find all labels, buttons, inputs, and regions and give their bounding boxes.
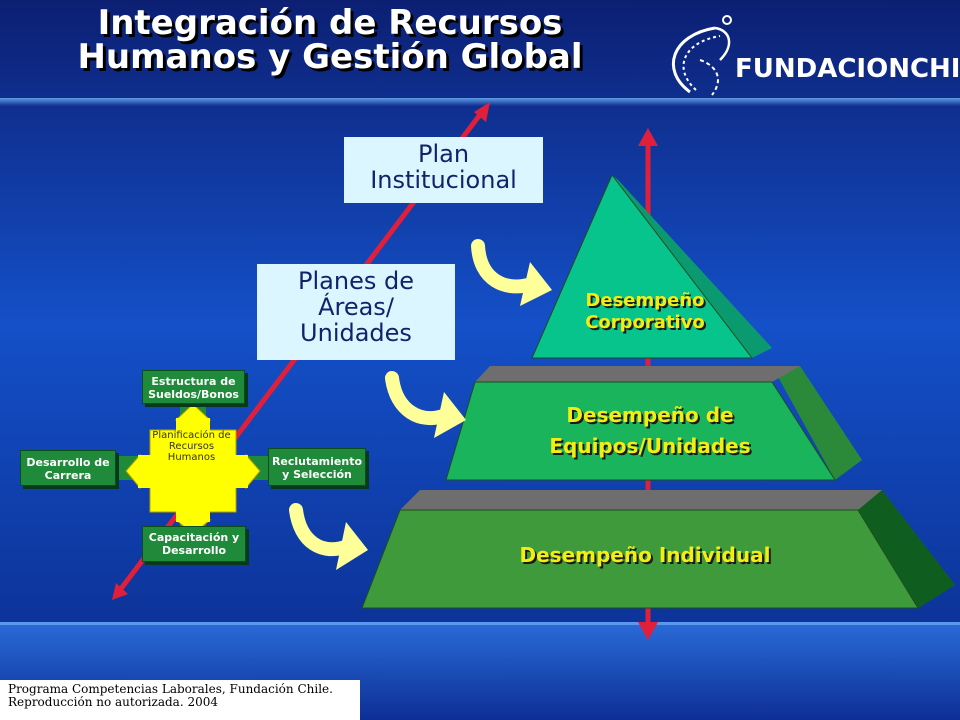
hr-left-line-1: Desarrollo de xyxy=(26,456,110,469)
pyramid-top-line-2: Corporativo xyxy=(585,312,705,333)
hr-cross-diagram xyxy=(114,403,270,535)
title-line-1: Integración de Recursos xyxy=(97,3,563,43)
top-band xyxy=(0,98,960,106)
hr-top-line-2: Sueldos/Bonos xyxy=(148,388,239,401)
hr-right-line-2: y Selección xyxy=(282,468,352,481)
fundacion-chile-logo-icon xyxy=(671,15,732,96)
pyramid-top-line-1: Desempeño xyxy=(585,290,705,311)
pyramid-middle-line-1: Desempeño de xyxy=(566,403,734,427)
pyramid-bottom-label: Desempeño Individual xyxy=(480,543,810,567)
footer-line-1: Programa Competencias Laborales, Fundaci… xyxy=(8,682,333,696)
pyramid-bottom-line-1: Desempeño Individual xyxy=(519,543,771,567)
hr-right-line-1: Reclutamiento xyxy=(271,455,363,468)
hr-center-label: Planificación de Recursos Humanos xyxy=(143,430,240,463)
hr-center-line-2: Recursos xyxy=(168,441,215,452)
planes-areas-box: Planes de Áreas/ Unidades xyxy=(257,264,455,360)
curved-arrow-2 xyxy=(385,371,466,438)
hr-top-box: Estructura de Sueldos/Bonos xyxy=(142,370,245,404)
hr-bottom-line-2: Desarrollo xyxy=(161,544,227,557)
pyramid-middle-line-2: Equipos/Unidades xyxy=(549,434,751,458)
pyramid-top-tier xyxy=(531,174,772,359)
plan-institucional-line-1: Plan xyxy=(417,140,470,168)
plan-institucional-box: Plan Institucional xyxy=(344,137,543,203)
pyramid-middle-tier xyxy=(445,366,862,481)
footer-band-edge xyxy=(0,622,960,625)
hr-bottom-line-1: Capacitación y xyxy=(148,531,240,544)
hr-bottom-box: Capacitación y Desarrollo xyxy=(142,526,246,562)
footer-note: Programa Competencias Laborales, Fundaci… xyxy=(8,683,333,709)
hr-left-box: Desarrollo de Carrera xyxy=(20,450,116,486)
pyramid-bottom-tier xyxy=(361,490,955,609)
pyramid-middle-label: Desempeño de Equipos/Unidades xyxy=(510,400,790,462)
planes-areas-line-2: Áreas/ xyxy=(318,293,394,321)
logo-text: FUNDACIONCHILE xyxy=(735,54,960,84)
hr-center-line-1: Planificación de xyxy=(152,430,231,441)
hr-center-line-3: Humanos xyxy=(167,452,216,463)
planes-areas-line-1: Planes de xyxy=(298,267,414,295)
curved-arrow-1 xyxy=(471,239,552,306)
footer-line-2: Reproducción no autorizada. 2004 xyxy=(8,695,218,709)
planes-areas-line-3: Unidades xyxy=(300,319,412,347)
footer-white-box xyxy=(0,680,360,720)
plan-institucional-line-2: Institucional xyxy=(370,166,517,194)
curved-arrow-3 xyxy=(289,503,368,570)
title-line-2: Humanos y Gestión Global xyxy=(77,37,583,77)
hr-top-line-1: Estructura de xyxy=(151,375,236,388)
hr-right-box: Reclutamiento y Selección xyxy=(268,448,366,486)
pyramid-top-label: Desempeño Corporativo xyxy=(560,290,730,334)
page-title: Integración de Recursos Humanos y Gestió… xyxy=(40,6,620,74)
hr-left-line-2: Carrera xyxy=(44,469,92,482)
